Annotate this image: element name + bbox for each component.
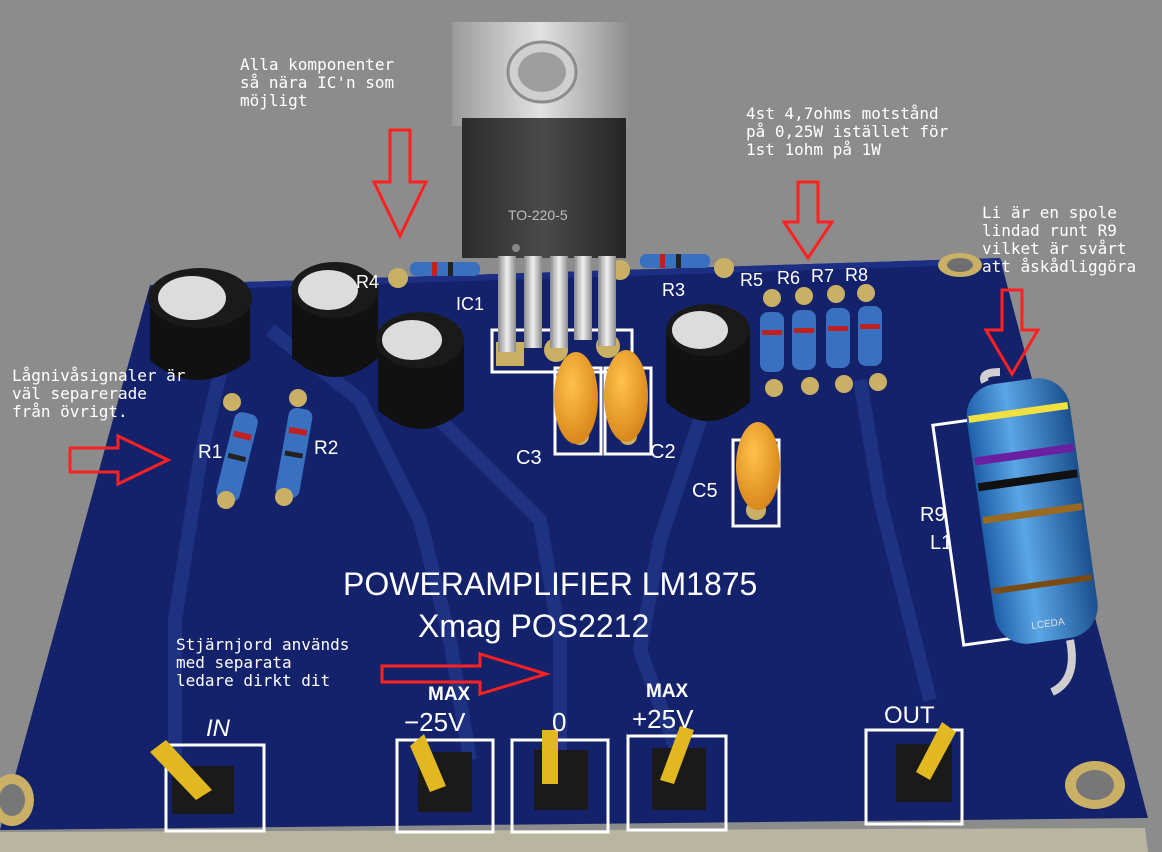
label-r7: R7 — [811, 266, 834, 286]
annotation-ic-proximity: Alla komponenter så nära IC'n som möjlig… — [240, 55, 395, 110]
header-zero — [534, 730, 588, 810]
connector-label-zero: 0 — [552, 707, 566, 737]
label-package: TO-220-5 — [508, 207, 568, 223]
ic1-to220 — [452, 22, 628, 352]
header-pos25 — [652, 726, 706, 810]
label-r4: R4 — [356, 272, 379, 292]
board-title: POWERAMPLIFIER LM1875 — [343, 566, 757, 602]
label-r6: R6 — [777, 268, 800, 288]
resistor-r8 — [858, 306, 882, 366]
resistor-r2 — [275, 407, 313, 499]
inductor-marking: LCEDA — [1031, 617, 1066, 633]
label-r8: R8 — [845, 265, 868, 285]
label-c3: C3 — [516, 447, 542, 469]
resistor-r6 — [792, 310, 816, 370]
annotation-resistor-choice: 4st 4,7ohms motstånd på 0,25W istället f… — [746, 104, 949, 159]
resistor-r5 — [760, 312, 784, 372]
connector-label-out: OUT — [884, 702, 935, 729]
label-r2: R2 — [314, 438, 338, 459]
header-neg25 — [410, 734, 472, 812]
header-out — [896, 722, 956, 802]
annotation-arrows — [68, 128, 1041, 697]
connector-label-max-pos: MAX — [646, 681, 689, 702]
label-l1: L1 — [930, 532, 952, 554]
label-c2: C2 — [650, 441, 676, 463]
label-r9: R9 — [920, 504, 946, 526]
resistor-r3 — [640, 254, 710, 268]
connector-label-pos25: +25V — [632, 704, 694, 734]
label-r5: R5 — [740, 270, 763, 290]
arrow-right-signal — [68, 433, 172, 487]
electrolytic-cap-middle — [291, 262, 379, 377]
label-r3: R3 — [662, 280, 685, 300]
arrow-right-ground — [380, 651, 552, 697]
connector-label-in: IN — [206, 715, 231, 742]
resistor-r4 — [410, 262, 480, 276]
arrow-down-coil — [983, 288, 1041, 377]
mounting-holes — [0, 253, 1125, 826]
label-c5: C5 — [692, 480, 718, 502]
label-ic1: IC1 — [456, 294, 484, 314]
electrolytic-cap-left — [148, 268, 252, 380]
resistor-r7 — [826, 308, 850, 368]
annotation-signal-separation: Lågnivåsignaler är väl separerade från ö… — [12, 366, 186, 421]
silkscreen-text: POWERAMPLIFIER LM1875 Xmag POS2212 R1 R2… — [198, 207, 952, 742]
small-resistors — [216, 254, 882, 502]
header-in — [150, 740, 234, 814]
electrolytic-cap-front — [376, 312, 464, 429]
resistor-r1 — [216, 412, 258, 502]
annotation-star-ground: Stjärnjord används med separata ledare d… — [176, 635, 350, 690]
electrolytic-capacitors — [148, 262, 750, 429]
connector-label-max-neg: MAX — [428, 684, 471, 705]
board-subtitle: Xmag POS2212 — [418, 608, 649, 644]
annotation-coil: Li är en spole lindad runt R9 vilket är … — [982, 203, 1137, 276]
label-r1: R1 — [198, 442, 222, 463]
connector-label-neg25: −25V — [404, 707, 466, 737]
pin-headers — [150, 722, 956, 814]
arrow-down-resistors — [781, 180, 835, 261]
resistor-r9-coil: LCEDA — [966, 368, 1098, 696]
electrolytic-cap-c2-side — [666, 304, 750, 421]
ceramic-capacitors — [554, 350, 780, 510]
arrow-down-ic — [371, 128, 429, 240]
